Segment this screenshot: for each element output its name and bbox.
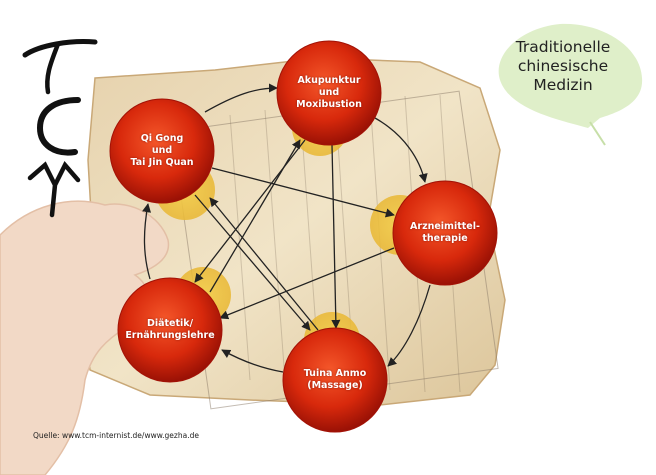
node-label-line: Tuina Anmo: [303, 368, 367, 379]
arrow-akupunktur-to-tuina: [331, 144, 341, 329]
node-label-line: Akupunktur: [297, 75, 361, 86]
node-circle-akupunktur: [276, 40, 382, 146]
node-label-tuina: Tuina Anmo(Massage): [280, 368, 390, 392]
title-line-3: Medizin: [533, 76, 593, 94]
node-circle-arznei: [392, 180, 498, 286]
node-label-line: und: [318, 87, 340, 98]
node-label-line: (Massage): [307, 380, 363, 391]
arrow-qigong-to-akupunktur: [204, 83, 278, 113]
arrow-arznei-to-diaetetik: [219, 247, 395, 320]
node-label-line: Qi Gong: [140, 133, 184, 144]
node-label-line: und: [151, 145, 173, 156]
arrow-diaetetik-to-qigong: [142, 203, 152, 280]
arrow-tuina-to-diaetetik: [221, 349, 284, 373]
node-label-diaetetik: Diätetik/Ernährungslehre: [115, 318, 225, 342]
node-circle-diaetetik: [117, 277, 223, 383]
node-label-line: Arzneimittel-: [410, 221, 480, 232]
tcm-logo: [22, 39, 98, 218]
node-label-line: Diätetik/: [146, 318, 194, 329]
arrow-akupunktur-to-arznei: [374, 117, 428, 183]
ginkgo-leaf-icon: [498, 23, 643, 129]
title-line-1: Traditionelle: [515, 38, 611, 56]
ginkgo-stem: [589, 121, 606, 146]
node-label-line: therapie: [422, 233, 468, 244]
node-label-arznei: Arzneimittel-therapie: [390, 221, 500, 245]
connection-arrows: [142, 83, 431, 373]
arrow-diaetetik-to-akupunktur: [209, 139, 301, 293]
node-circle-tuina: [282, 327, 388, 433]
title-line-2: chinesische: [517, 57, 609, 75]
hand-image: [0, 200, 170, 475]
arrow-arznei-to-tuina: [387, 284, 431, 367]
arrow-qigong-to-arznei: [211, 167, 395, 218]
diagram-title: Traditionelle chinesische Medizin: [488, 38, 638, 95]
node-label-line: Tai Jin Quan: [130, 157, 194, 168]
arrow-tuina-to-qigong: [209, 197, 319, 331]
node-label-line: Ernährungslehre: [125, 330, 215, 341]
source-caption: Quelle: www.tcm-internist.de/www.gezha.d…: [33, 431, 199, 440]
node-label-line: Moxibustion: [296, 99, 362, 110]
node-circle-qigong: [109, 98, 215, 204]
arrow-qigong-to-tuina: [194, 194, 311, 331]
